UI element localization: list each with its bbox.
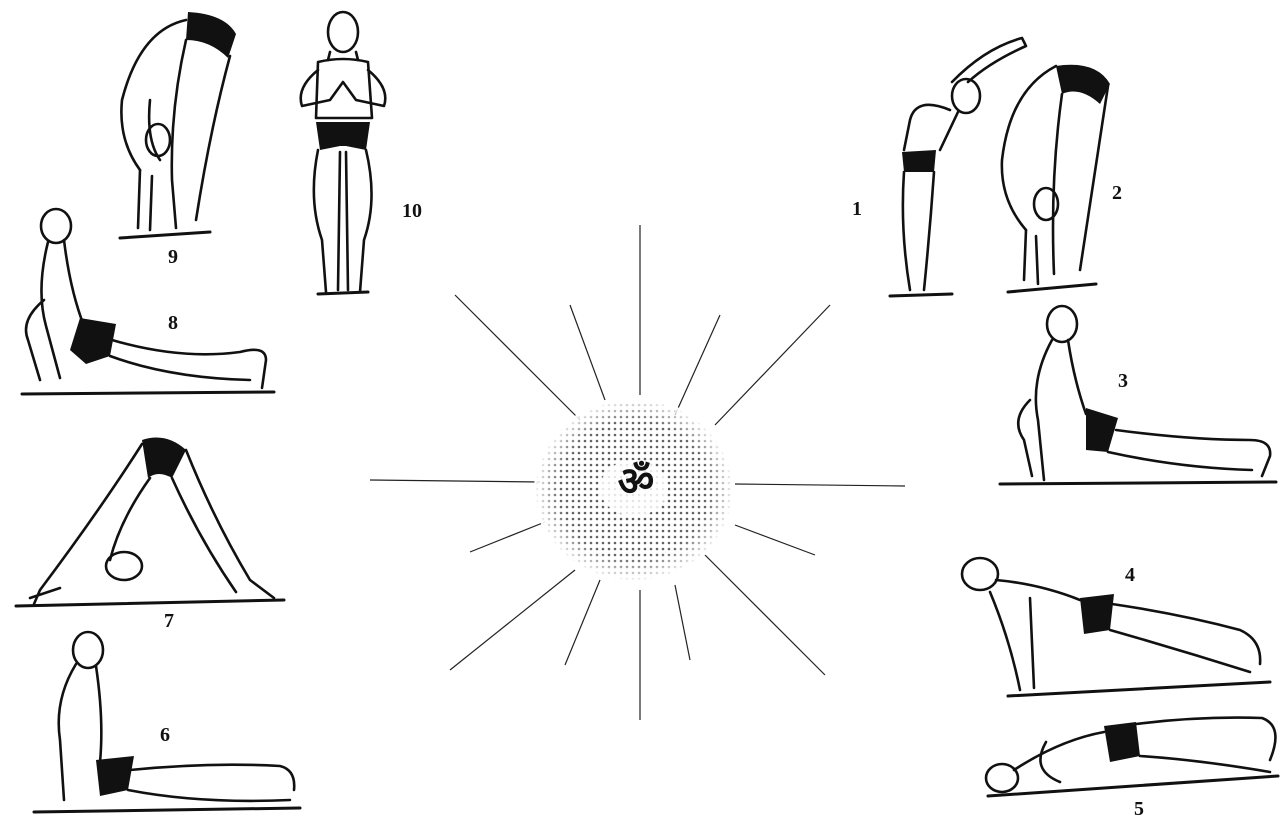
pose-9-figure (120, 12, 236, 238)
pose-4-figure (962, 558, 1270, 696)
pose-number-1: 1 (852, 198, 862, 221)
pose-number-4: 4 (1125, 564, 1135, 587)
pose-number-5: 5 (1134, 798, 1144, 821)
pose-number-6: 6 (160, 724, 170, 747)
pose-number-2: 2 (1112, 182, 1122, 205)
pose-6-figure (34, 632, 300, 812)
pose-7-figure (16, 438, 284, 606)
pose-number-10: 10 (402, 200, 422, 223)
pose-2-figure (1002, 65, 1110, 292)
om-symbol: ॐ (606, 452, 666, 507)
pose-5-figure (986, 718, 1278, 796)
pose-number-7: 7 (164, 610, 174, 633)
pose-1-figure (890, 38, 1026, 296)
pose-number-8: 8 (168, 312, 178, 335)
pose-10-figure (301, 12, 386, 294)
pose-number-9: 9 (168, 246, 178, 269)
pose-number-3: 3 (1118, 370, 1128, 393)
pose-3-figure (1000, 306, 1276, 484)
